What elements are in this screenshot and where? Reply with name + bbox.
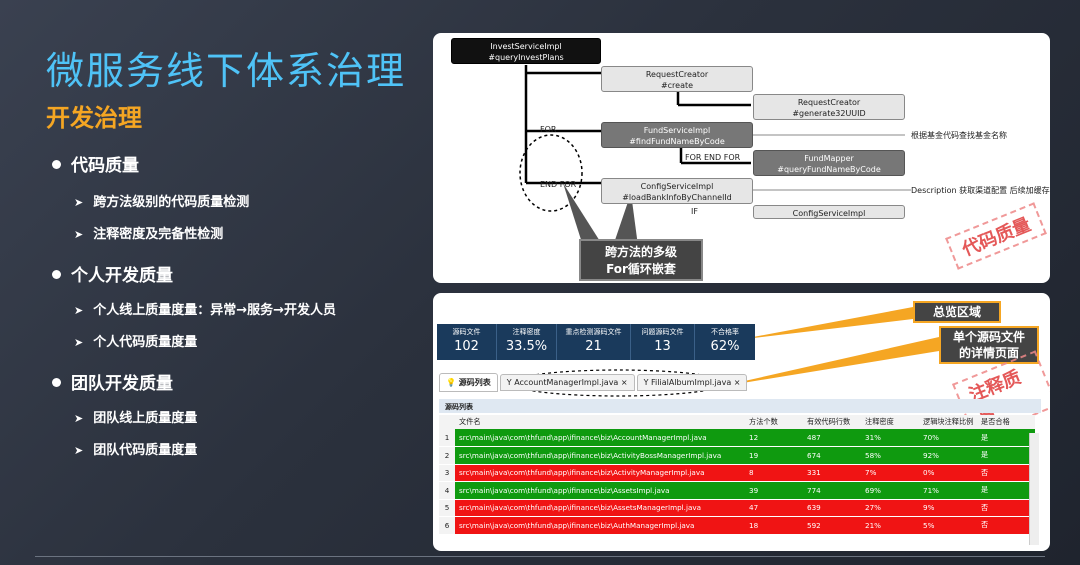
arrow-icon: ➤: [74, 228, 84, 241]
node-request-creator: RequestCreator#create: [601, 66, 753, 92]
loop-highlight: [519, 134, 583, 212]
tab-account-manager[interactable]: Y AccountManagerImpl.java ×: [499, 374, 635, 391]
detail-callout: 单个源码文件 的详情页面: [939, 326, 1039, 364]
node-fund-mapper: FundMapper#queryFundNameByCode: [753, 150, 905, 176]
note-fund: 根据基金代码查找基金名称: [911, 131, 1007, 140]
bulb-icon: 💡: [446, 378, 456, 387]
bullet-icon: [52, 159, 61, 169]
column-header[interactable]: 是否合格: [977, 415, 1035, 429]
arrow-icon: ➤: [74, 304, 84, 317]
bullet-icon: [52, 377, 61, 387]
tab-filial-album[interactable]: Y FilialAlbumImpl.java ×: [636, 374, 748, 391]
loop-callout: 跨方法的多级 For循环嵌套: [579, 239, 703, 281]
overview-callout: 总览区域: [913, 301, 1001, 323]
node-invest-service: InvestServiceImpl#queryInvestPlans: [451, 38, 601, 64]
table-header: 文件名 方法个数 有效代码行数 注释密度 逻辑块注释比例 是否合格: [439, 415, 1035, 429]
end-for-label: END FOR: [540, 180, 577, 189]
arrow-icon: ➤: [74, 412, 84, 425]
node-config-service-2: ConfigServiceImpl: [753, 205, 905, 219]
slide-subtitle: 开发治理: [46, 104, 142, 132]
column-header[interactable]: 文件名: [455, 415, 745, 429]
close-icon: ×: [733, 378, 741, 387]
section-item: ➤跨方法级别的代码质量检测: [74, 195, 250, 210]
column-header[interactable]: 有效代码行数: [803, 415, 861, 429]
index-header: [439, 415, 455, 429]
column-header[interactable]: 逻辑块注释比例: [919, 415, 977, 429]
call-graph-lines: [519, 65, 911, 246]
arrow-icon: ➤: [74, 444, 84, 457]
call-graph-panel: InvestServiceImpl#queryInvestPlans Reque…: [433, 33, 1050, 283]
section-item: ➤团队线上质量度量: [74, 411, 198, 426]
footer-divider: [35, 556, 1045, 557]
section-heading: 代码质量: [52, 151, 139, 176]
bullet-icon: [52, 269, 61, 279]
note-config: Description 获取渠道配置 后续加缓存: [911, 186, 1050, 195]
tab-source-list[interactable]: 💡 源码列表: [439, 373, 498, 392]
file-tabs: 💡 源码列表 Y AccountManagerImpl.java × Y Fil…: [439, 373, 749, 392]
list-title: 源码列表: [439, 399, 1041, 413]
section-item: ➤个人代码质量度量: [74, 335, 198, 350]
close-icon: ×: [620, 378, 628, 387]
table-scrollbar[interactable]: [1029, 433, 1039, 545]
if-label: IF: [691, 207, 698, 216]
arrow-icon: ➤: [74, 336, 84, 349]
section-item: ➤个人线上质量度量：异常→服务→开发人员: [74, 303, 337, 318]
column-header[interactable]: 注释密度: [861, 415, 919, 429]
column-header[interactable]: 方法个数: [745, 415, 803, 429]
node-config-service: ConfigServiceImpl#loadBankInfoByChannelI…: [601, 178, 753, 204]
callout-pointer: [613, 193, 638, 246]
file-icon: Y: [643, 378, 649, 387]
for-label: FOR: [540, 125, 557, 134]
arrow-icon: ➤: [74, 196, 84, 209]
section-heading: 团队开发质量: [52, 369, 173, 394]
section-item: ➤团队代码质量度量: [74, 443, 198, 458]
node-fund-service: FundServiceImpl#findFundNameByCode: [601, 122, 753, 148]
node-request-creator-uuid: RequestCreator#generate32UUID: [753, 94, 905, 120]
callout-pointer: [563, 183, 603, 246]
section-heading: 个人开发质量: [52, 261, 173, 286]
section-item: ➤注释密度及完备性检测: [74, 227, 224, 242]
file-icon: Y: [506, 378, 512, 387]
slide-title: 微服务线下体系治理: [46, 49, 407, 93]
for-end-for-label: FOR END FOR: [685, 153, 741, 162]
